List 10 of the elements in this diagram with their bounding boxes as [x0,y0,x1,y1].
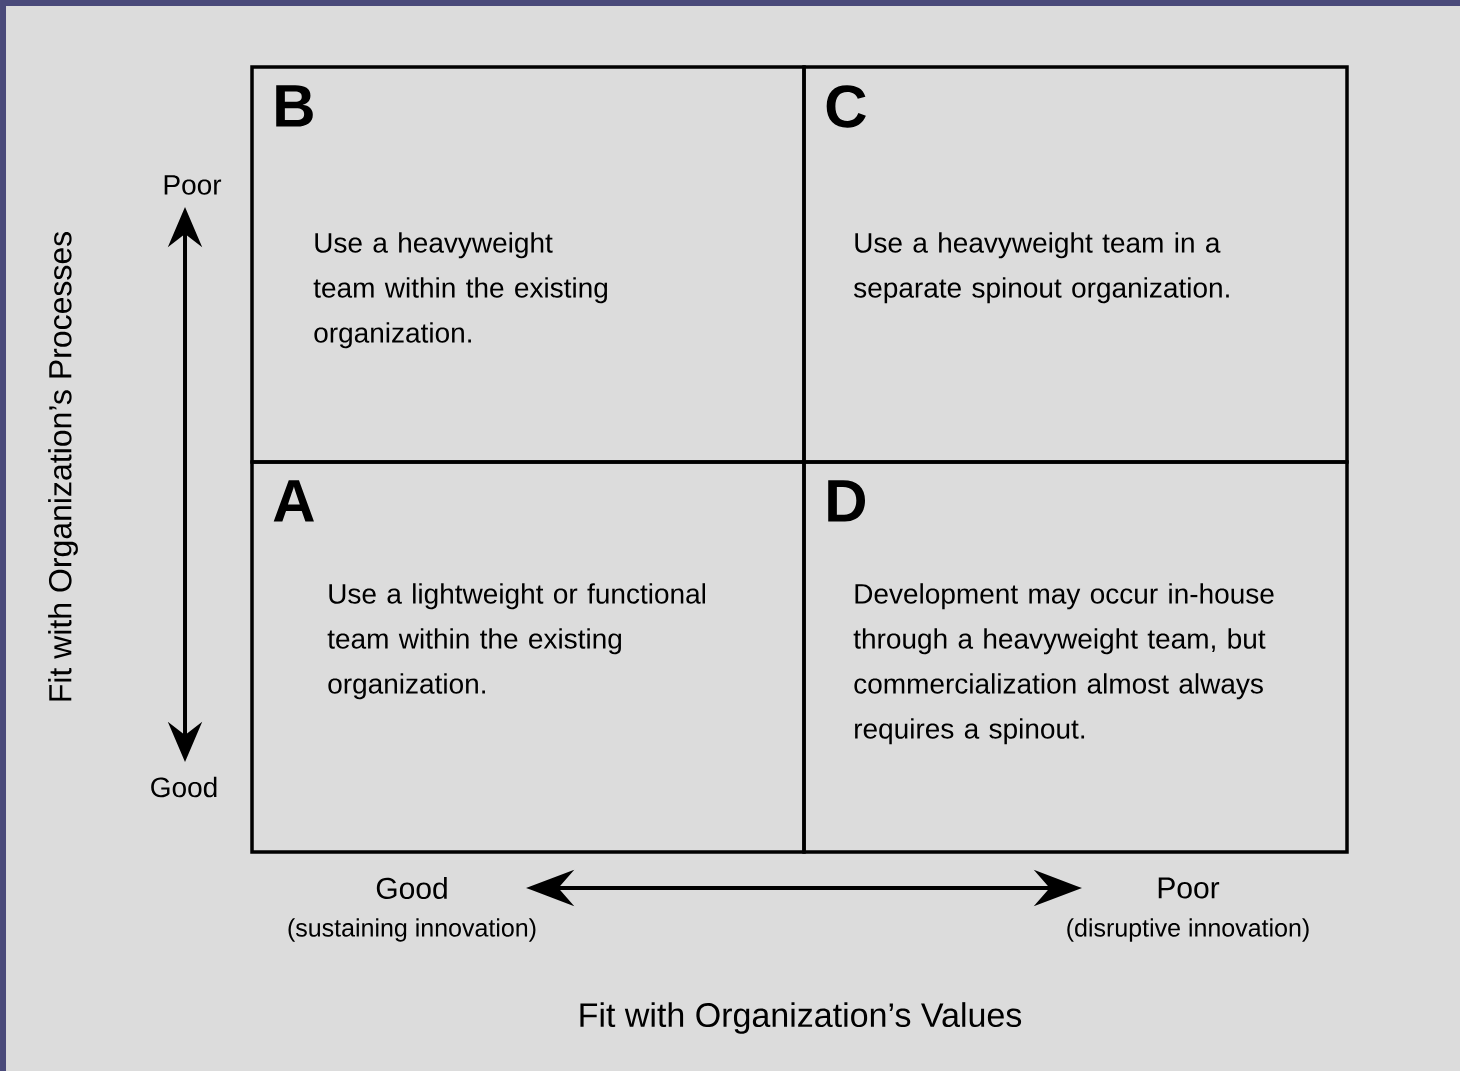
quadrant-box: C Use a heavyweight team in a separate spinout organization. [802,65,1349,464]
axis-note: (sustaining innovation) [288,918,536,942]
axis-label: Good [151,776,217,798]
quadrant-box: A Use a lightweight or functional team within the existing organization. [250,460,806,854]
axis-title: Fit with Organization’s Processes [48,232,78,701]
axis-title: Fit with Organization’s Values [580,1002,1022,1034]
axis-note: (disruptive innovation) [1067,918,1309,942]
axis-label: Poor [164,175,222,195]
quadrant-box: D Development may occur in-house through a heavyweight team, but commercialization almost always requires a spinout. [802,460,1349,854]
quadrant-box: B Use a heavyweight team within the existing organization. [250,65,806,464]
